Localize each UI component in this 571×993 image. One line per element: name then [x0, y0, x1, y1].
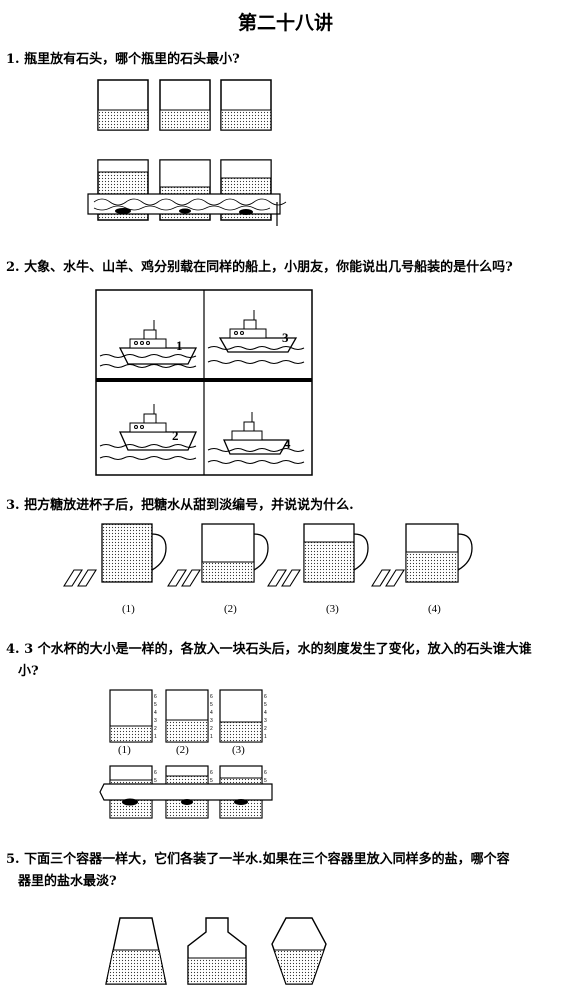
svg-text:3: 3	[264, 718, 267, 724]
svg-text:5: 5	[154, 778, 157, 784]
svg-text:6: 6	[264, 694, 267, 700]
svg-text:6: 6	[154, 694, 157, 700]
question-3-text: 3. 把方糖放进杯子后，把糖水从甜到淡编号，并说说为什么.	[6, 498, 354, 513]
container-trapezoid	[105, 917, 167, 985]
svg-text:2: 2	[264, 726, 267, 732]
beaker-top-3: 6 5 4 3 2 1	[219, 689, 267, 743]
svg-text:4: 4	[210, 710, 213, 716]
question-5-figure	[105, 917, 327, 985]
container-hexagon	[271, 917, 327, 985]
svg-text:5: 5	[154, 702, 157, 708]
svg-text:4: 4	[264, 710, 267, 716]
boat-2	[118, 404, 198, 451]
question-3-figure	[63, 523, 473, 587]
boat-4	[223, 412, 290, 455]
jar-top-1	[97, 79, 149, 131]
question-5-text-line2: 器里的盐水最淡?	[18, 874, 117, 889]
beaker-label-2: (2)	[176, 744, 189, 756]
cup-3	[303, 523, 369, 583]
svg-text:3: 3	[210, 718, 213, 724]
container-bottle	[187, 917, 247, 985]
boat-number-1: 1	[176, 338, 183, 353]
cup-1	[101, 523, 167, 583]
page-title: 第二十八讲	[237, 12, 333, 34]
svg-text:6: 6	[264, 770, 267, 776]
cup-2	[201, 523, 269, 583]
beaker-top-1: 6 5 4 3 2 1	[109, 689, 157, 743]
question-4-text-line1: 4. 3 个水杯的大小是一样的，各放入一块石头后，水的刻度发生了变化，放入的石头…	[6, 642, 532, 657]
svg-text:1: 1	[264, 734, 267, 740]
svg-text:2: 2	[210, 726, 213, 732]
svg-text:3: 3	[154, 718, 157, 724]
boat-3	[218, 310, 298, 353]
question-4-figure: 6 5 4 3 2 1 6 5 4 3 2 1 6 5 4 3 2 1 6 5 4 6 5 4 6 5 4	[99, 689, 273, 819]
svg-text:5: 5	[264, 702, 267, 708]
question-2-text: 2. 大象、水牛、山羊、鸡分别载在同样的船上，小朋友，你能说出几号船装的是什么吗…	[6, 260, 513, 275]
beaker-top-2: 6 5 4 3 2 1	[165, 689, 213, 743]
question-5-text-line1: 5. 下面三个容器一样大，它们各装了一半水.如果在三个容器里放入同样多的盐，哪个…	[6, 852, 510, 867]
jar-top-3	[220, 79, 272, 131]
jar-top-2	[159, 79, 211, 131]
svg-text:5: 5	[210, 778, 213, 784]
svg-text:1: 1	[154, 734, 157, 740]
question-1-text: 1. 瓶里放有石头，哪个瓶里的石头最小?	[6, 52, 240, 67]
beaker-band	[99, 783, 273, 801]
boat-number-3: 3	[282, 330, 289, 345]
question-2-figure: 1 3 2 4	[95, 289, 313, 476]
question-4-text-line2: 小?	[18, 664, 39, 679]
svg-text:4: 4	[154, 710, 157, 716]
beaker-label-3: (3)	[232, 744, 245, 756]
svg-text:6: 6	[154, 770, 157, 776]
cup-label-2: (2)	[224, 603, 237, 615]
svg-text:6: 6	[210, 770, 213, 776]
beaker-label-1: (1)	[118, 744, 131, 756]
svg-text:2: 2	[154, 726, 157, 732]
boat-number-4: 4	[284, 436, 291, 451]
question-1-figure	[87, 79, 287, 226]
svg-text:6: 6	[210, 694, 213, 700]
boat-number-2: 2	[172, 428, 179, 443]
cup-4	[405, 523, 473, 583]
cup-label-4: (4)	[428, 603, 441, 615]
boat-1	[118, 320, 198, 365]
svg-text:5: 5	[210, 702, 213, 708]
cup-label-3: (3)	[326, 603, 339, 615]
svg-text:1: 1	[210, 734, 213, 740]
svg-text:5: 5	[264, 778, 267, 784]
cup-label-1: (1)	[122, 603, 135, 615]
